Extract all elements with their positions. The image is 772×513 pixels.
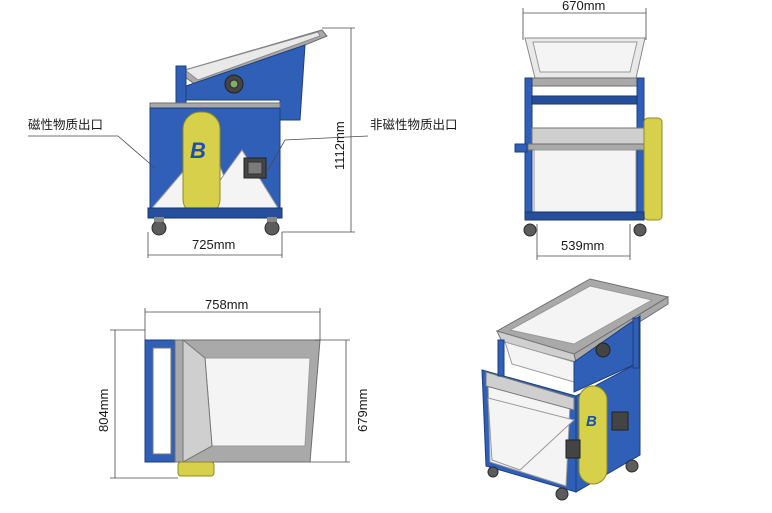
brand-logo: B: [190, 138, 206, 163]
front-view: 670mm 539mm: [514, 0, 663, 260]
magnetic-outlet-leader: [28, 135, 156, 169]
front-base-width-dim: 539mm: [561, 238, 604, 253]
top-length-dim: 758mm: [205, 297, 248, 312]
side-view: B 磁性物质出口 非磁性物质出口 1112mm 725mm: [28, 27, 458, 258]
top-inner-depth-dim: 679mm: [355, 389, 370, 432]
top-view: 758mm 804mm 679mm: [96, 297, 370, 479]
front-top-width-dim: 670mm: [562, 0, 605, 13]
magnetic-outlet-label: 磁性物质出口: [28, 117, 103, 132]
isometric-view: B: [481, 278, 670, 501]
iso-brand-logo: B: [586, 413, 597, 430]
nonmagnetic-outlet-label: 非磁性物质出口: [370, 117, 458, 132]
side-height-dim: 1112mm: [332, 121, 347, 170]
nonmagnetic-outlet-leader: [267, 135, 369, 171]
top-outer-depth-dim: 804mm: [96, 389, 111, 432]
side-width-dim: 725mm: [192, 237, 235, 252]
